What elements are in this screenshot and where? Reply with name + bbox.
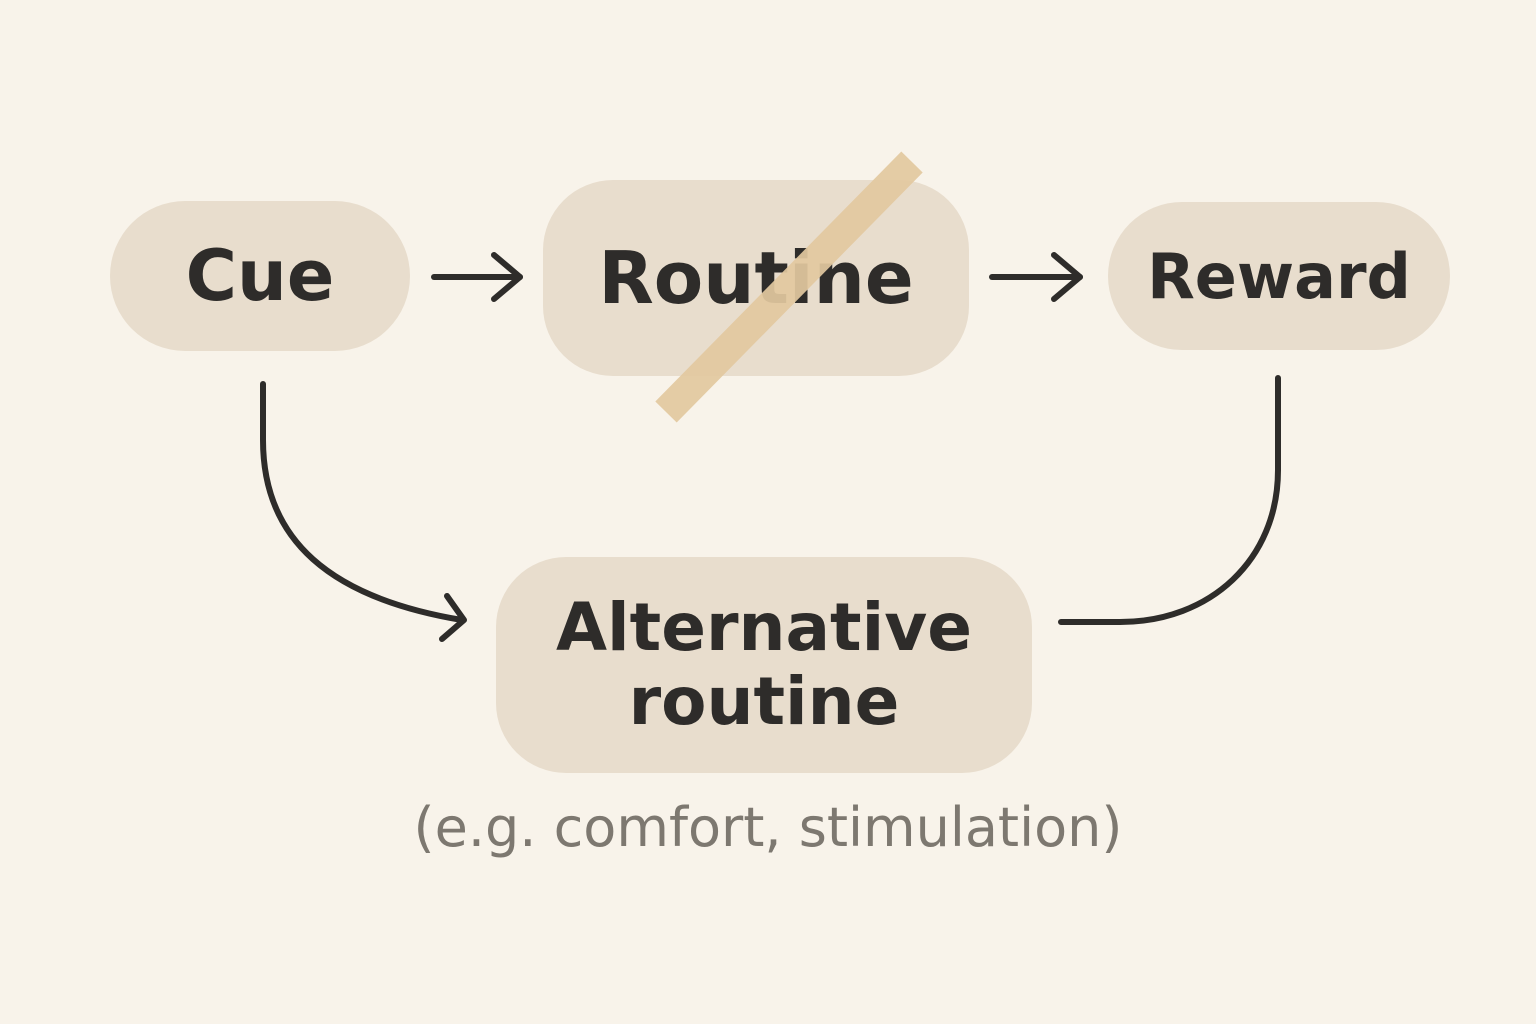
alternative-routine-node: Alternative routine <box>496 557 1032 773</box>
cue-label: Cue <box>185 235 335 317</box>
routine-label: Routine <box>598 236 914 320</box>
cue-node: Cue <box>110 201 410 351</box>
arrow-routine-to-reward <box>989 252 1083 302</box>
reward-node: Reward <box>1108 202 1450 350</box>
example-note: (e.g. comfort, stimulation) <box>413 796 1123 859</box>
reward-label: Reward <box>1147 239 1411 313</box>
alternative-routine-label-line2: routine <box>628 663 900 740</box>
alternative-routine-label-line1: Alternative <box>555 589 973 667</box>
arrow-cue-to-alternative <box>260 381 467 642</box>
routine-node: Routine <box>543 180 969 376</box>
arrow-cue-to-routine <box>431 252 523 302</box>
connector-alternative-to-reward <box>1058 375 1281 625</box>
